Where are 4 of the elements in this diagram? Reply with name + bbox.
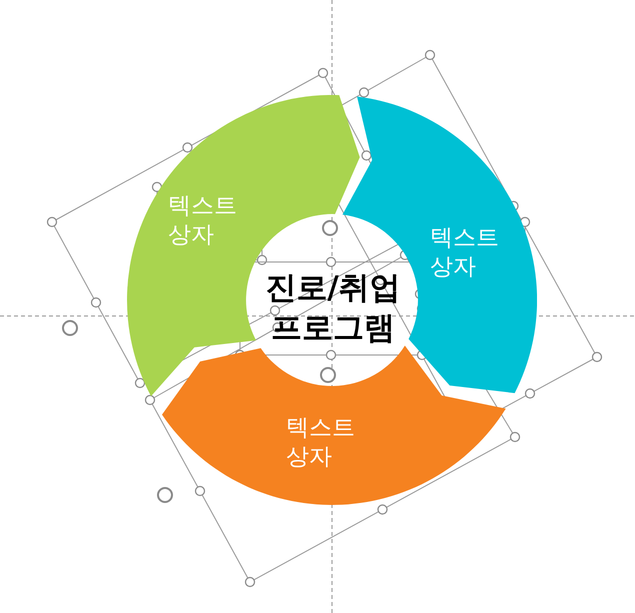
segment-label: 텍스트 상자 <box>286 414 356 472</box>
segment-label: 텍스트 상자 <box>168 192 238 250</box>
segment-label: 텍스트 상자 <box>430 224 500 282</box>
center-title: 진로/취업 프로그램 <box>264 269 402 348</box>
